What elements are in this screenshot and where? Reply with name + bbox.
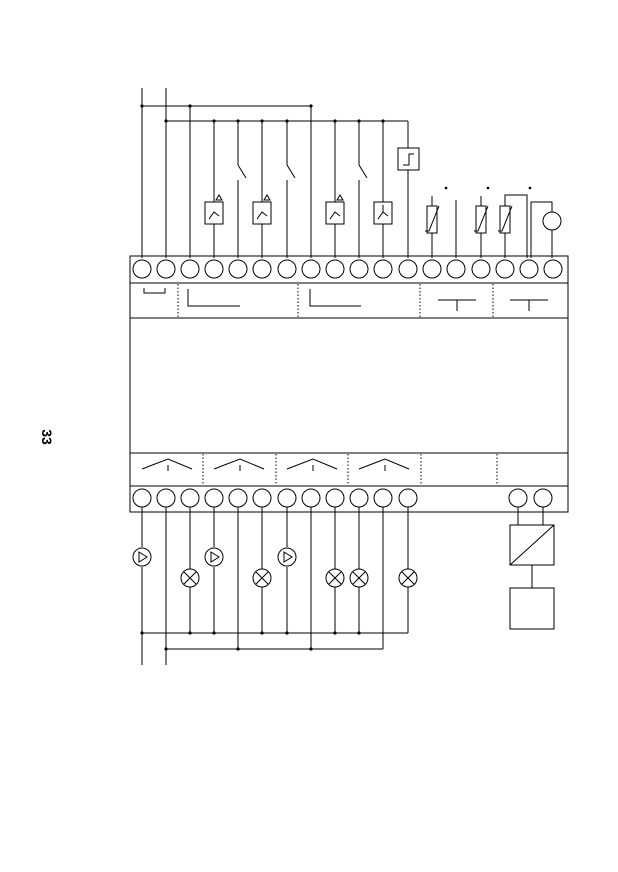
alarm-contact-3 [325, 121, 345, 258]
alarm-contact-2 [252, 121, 272, 258]
contact-4 [373, 121, 393, 258]
switch-1 [237, 121, 247, 258]
temperature-sensor-1 [425, 196, 440, 258]
input-group-labels [143, 284, 548, 318]
temperature-sensor-3 [498, 186, 532, 258]
temperature-sensor-2 [474, 186, 490, 258]
output-wiring [140, 507, 409, 665]
lamp-3 [325, 568, 345, 588]
lamp-4 [349, 568, 369, 588]
alarm-contact-1 [204, 121, 224, 258]
pump-2 [204, 547, 224, 567]
top-terminal-row [132, 259, 563, 279]
device-module [509, 587, 555, 630]
switch-2 [286, 121, 296, 258]
lamp-5 [398, 568, 418, 588]
supply-rails-top [140, 88, 408, 258]
switch-3 [358, 121, 368, 258]
probe-1 [444, 186, 457, 258]
converter-module [509, 507, 555, 588]
bottom-terminal-row [132, 488, 553, 508]
controller-housing [129, 255, 569, 513]
lamp-2 [252, 568, 272, 588]
signal-input-gauge [530, 201, 562, 258]
contact-5 [397, 121, 420, 258]
output-group-labels [141, 454, 498, 486]
pump-3 [277, 547, 297, 567]
lamp-1 [180, 568, 200, 588]
pump-1 [132, 547, 152, 567]
